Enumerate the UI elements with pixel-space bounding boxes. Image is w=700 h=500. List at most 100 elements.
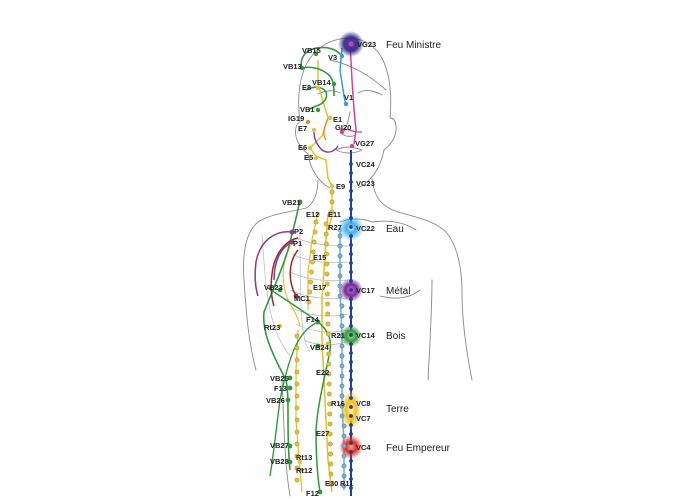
kid-dots-dot	[339, 383, 345, 389]
kid-dots-dot	[339, 323, 345, 329]
label-e15: E15	[313, 253, 326, 262]
zone-feu-empereur: Feu Empereur	[386, 443, 451, 454]
point-vb1	[315, 107, 321, 113]
vc-dots-dot	[349, 423, 353, 427]
label-f12: F12	[306, 489, 319, 498]
st-dots-dot	[323, 241, 329, 247]
label-vb28: VB28	[270, 457, 289, 466]
vc-dots-dot	[349, 432, 353, 436]
vc-dots-dot	[349, 324, 353, 328]
vc-dots-dot	[349, 405, 353, 409]
vc-dots-dot	[349, 225, 353, 229]
st-dots-dot	[294, 333, 300, 339]
st-dots-dot	[328, 461, 334, 467]
st-dots-dot	[306, 299, 312, 305]
label-vb13: VB13	[283, 62, 302, 71]
label-vb1: VB1	[300, 105, 315, 114]
label-e7: E7	[298, 124, 307, 133]
hair-outline	[329, 59, 387, 91]
point-labels: VG23 VB15 V3 VB13 VB14 E8 V1 VB1 IG19 E1…	[264, 40, 376, 498]
label-vb25: VB25	[270, 374, 289, 383]
label-rt13: Rt13	[296, 453, 312, 462]
label-r27: R27	[328, 223, 342, 232]
st-dots-dot	[324, 281, 330, 287]
st-dots-dot	[294, 417, 300, 423]
point-e6	[307, 145, 313, 151]
vc-dots-dot	[349, 333, 353, 337]
bladder-meridian-line	[339, 47, 347, 107]
waist-contour	[281, 379, 291, 497]
gallbladder-meridian-branch	[267, 287, 332, 493]
neck-right	[371, 177, 399, 213]
label-rt23: Rt23	[264, 323, 280, 332]
right-shoulder	[397, 211, 473, 381]
label-vc8: VC8	[356, 399, 371, 408]
st-dots-dot	[294, 453, 300, 459]
neck-left	[305, 179, 319, 209]
kid-dots-dot	[339, 333, 345, 339]
st-dots-dot	[324, 271, 330, 277]
point-gi20	[339, 129, 345, 135]
label-v3: V3	[328, 53, 337, 62]
point-e8	[315, 85, 321, 91]
label-r11: R11	[340, 479, 353, 488]
label-vc14: VC14	[356, 331, 376, 340]
kid-dots-dot	[337, 263, 343, 269]
st-dots-dot	[326, 361, 332, 367]
stomach-points	[294, 189, 335, 487]
label-e12: E12	[306, 210, 319, 219]
st-dots-dot	[309, 269, 314, 275]
vc-dots-dot	[349, 306, 353, 310]
vc-dots-dot	[349, 441, 353, 445]
lung-meridian-line	[254, 231, 293, 297]
st-dots-dot	[327, 421, 333, 427]
st-dots-dot	[323, 221, 329, 227]
point-v3	[339, 53, 345, 59]
label-e5: E5	[304, 153, 313, 162]
st-dots-dot	[328, 471, 334, 477]
st-dots-dot	[308, 279, 313, 285]
vc-dots-dot	[349, 261, 353, 265]
zone-terre: Terre	[386, 404, 409, 415]
kid-dots-dot	[339, 403, 345, 409]
vc-dots-dot	[349, 450, 353, 454]
zone-bois: Bois	[386, 331, 405, 342]
label-e27: E27	[316, 429, 329, 438]
point-r27	[337, 227, 343, 233]
st-dots-dot	[329, 189, 335, 195]
vc-dots-dot	[349, 216, 353, 220]
label-e8: E8	[302, 83, 311, 92]
st-dots-dot	[307, 289, 313, 295]
point-e1	[327, 115, 333, 121]
point-e7	[311, 127, 317, 133]
st-dots-dot	[324, 251, 329, 257]
vc-dots-dot	[349, 360, 353, 364]
vc-dots-dot	[349, 162, 353, 166]
point-f14	[315, 319, 321, 325]
label-vb27: VB27	[270, 441, 289, 450]
kid-dots-dot	[339, 363, 345, 369]
label-p2: P2	[294, 227, 303, 236]
st-dots-dot	[326, 381, 332, 387]
vc-dots-dot	[349, 342, 353, 346]
st-dots-dot	[325, 341, 331, 347]
st-dots-dot	[294, 357, 300, 363]
st-dots-dot	[294, 465, 300, 471]
orange-meridian-line	[323, 117, 329, 141]
kidney-points	[337, 233, 347, 489]
st-dots-dot	[310, 249, 316, 255]
point-markers	[277, 41, 355, 495]
vc-dots-dot	[349, 351, 353, 355]
point-e9	[329, 183, 335, 189]
st-dots-dot	[326, 351, 331, 357]
kid-dots-dot	[337, 253, 343, 259]
point-vb21	[297, 199, 303, 205]
label-vb23: VB23	[264, 283, 283, 292]
governing-vessel-line	[349, 41, 357, 145]
st-dots-dot	[294, 441, 300, 447]
kid-dots-dot	[337, 243, 343, 249]
point-vb26	[285, 397, 291, 403]
conception-vessel-points	[349, 162, 353, 490]
kid-dots-dot	[339, 313, 345, 319]
